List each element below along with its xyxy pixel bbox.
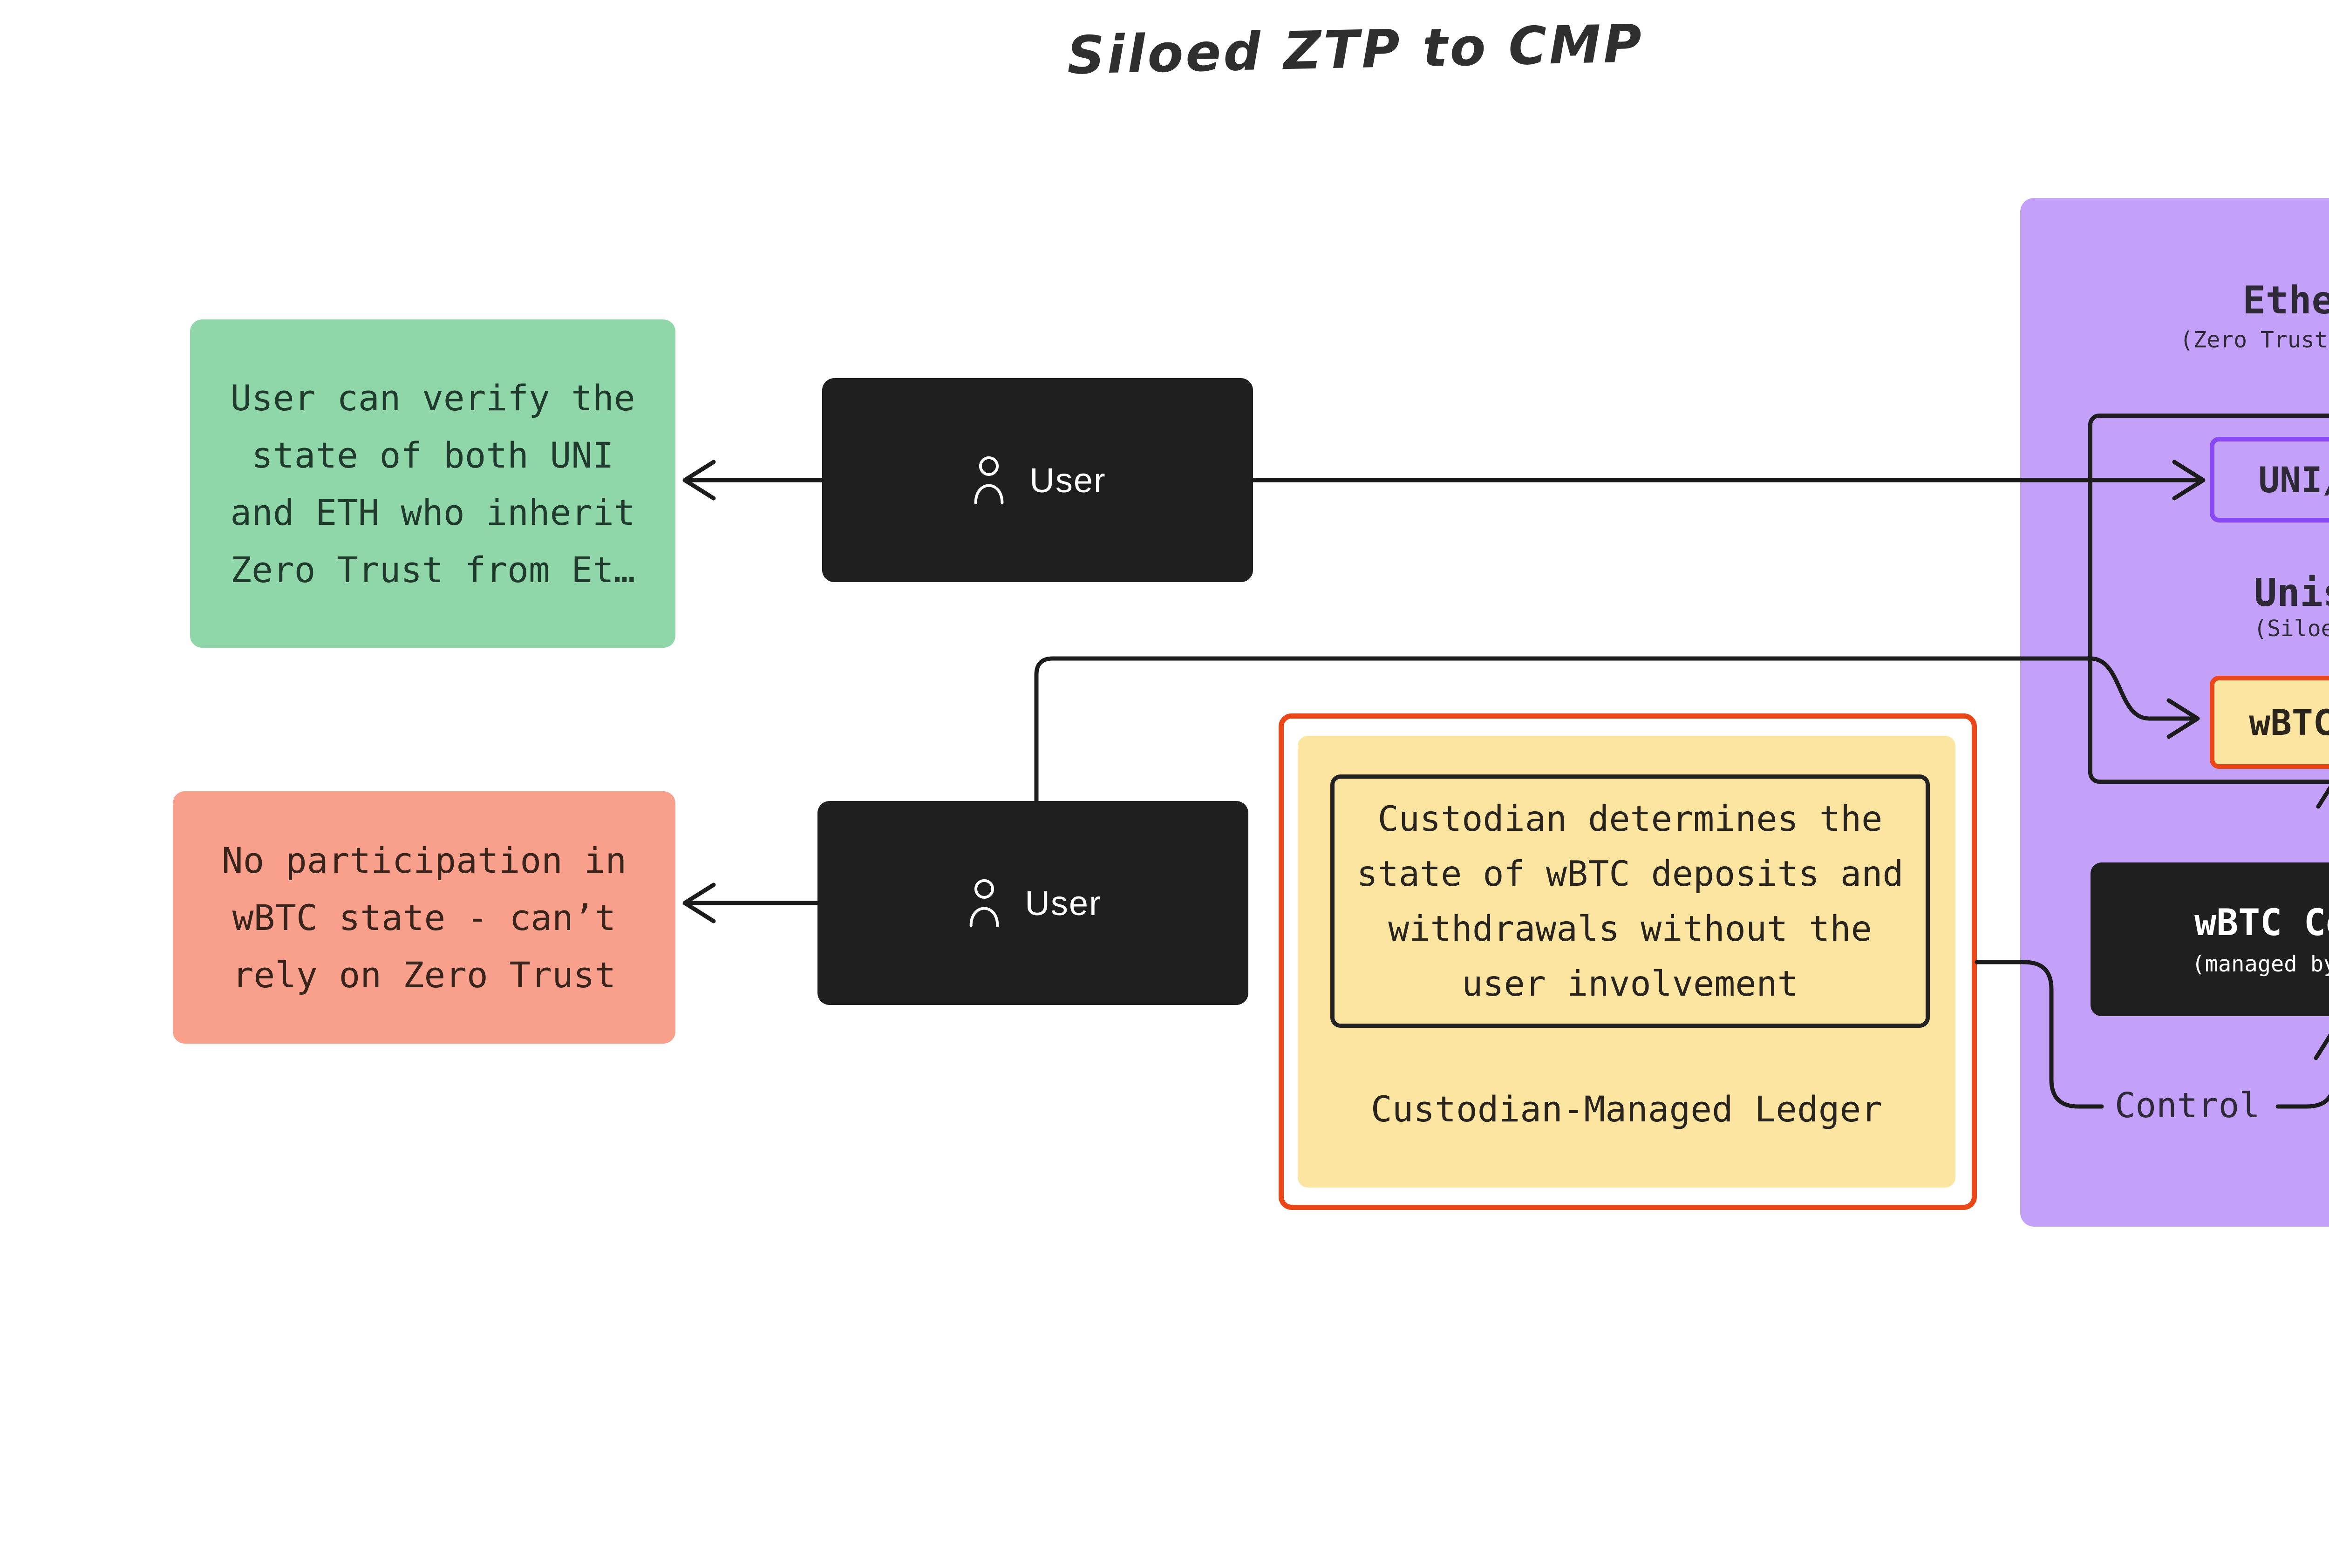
note-line: No participation in bbox=[221, 839, 627, 881]
note-line: User can verify the bbox=[230, 377, 635, 419]
ethereum-title: Ethereum bbox=[2242, 278, 2329, 323]
contract-title: wBTC Contract bbox=[2194, 902, 2329, 944]
arrow-user-to-no-participation-note bbox=[682, 882, 820, 923]
note-no-participation: No participation in wBTC state - can’t r… bbox=[173, 791, 675, 1044]
ethereum-subtitle: (Zero Trust L1 Network) bbox=[2179, 327, 2329, 353]
user-node-label: User bbox=[1029, 461, 1106, 500]
user-icon bbox=[969, 879, 999, 928]
note-line: user involvement bbox=[1462, 963, 1798, 1004]
label-control: Control bbox=[2115, 1086, 2260, 1126]
user-node-label: User bbox=[1025, 883, 1102, 923]
note-custodian: Custodian determines the state of wBTC d… bbox=[1330, 774, 1930, 1028]
group-uniswap bbox=[2088, 414, 2329, 784]
node-pool-wbtc-eth: wBTC/ETH bbox=[2210, 676, 2329, 769]
uniswap-subtitle: (Siloed ZTP) bbox=[2254, 616, 2329, 642]
contract-subtitle: (managed by custodian) bbox=[2192, 951, 2329, 977]
note-user-verify: User can verify the state of both UNI an… bbox=[190, 319, 675, 648]
node-pool-uni-eth: UNI/ETH bbox=[2210, 437, 2329, 523]
node-user-top: User bbox=[822, 378, 1253, 582]
label-custodian-ledger: Custodian-Managed Ledger bbox=[1370, 1088, 1883, 1130]
node-wbtc-contract: wBTC Contract (managed by custodian) bbox=[2091, 862, 2329, 1016]
pool-label: wBTC/ETH bbox=[2249, 701, 2329, 743]
arrow-user-to-verify-note bbox=[682, 460, 824, 501]
zone-custodian-castle bbox=[1298, 736, 1955, 1188]
note-line: and ETH who inherit bbox=[230, 491, 635, 533]
user-icon bbox=[974, 456, 1004, 505]
note-line: Custodian determines the bbox=[1377, 798, 1883, 839]
note-line: wBTC state - can’t bbox=[232, 896, 616, 938]
note-line: state of wBTC deposits and bbox=[1356, 853, 1904, 894]
note-line: withdrawals without the bbox=[1388, 908, 1872, 949]
pool-label: UNI/ETH bbox=[2258, 459, 2329, 501]
node-user-bottom: User bbox=[817, 801, 1248, 1005]
uniswap-title: Uniswap bbox=[2254, 571, 2329, 615]
note-line: state of both UNI bbox=[252, 434, 614, 476]
note-line: Zero Trust from Et… bbox=[230, 549, 635, 591]
note-line: rely on Zero Trust bbox=[232, 954, 616, 996]
diagram-title: Siloed ZTP to CMP bbox=[1066, 14, 1645, 86]
